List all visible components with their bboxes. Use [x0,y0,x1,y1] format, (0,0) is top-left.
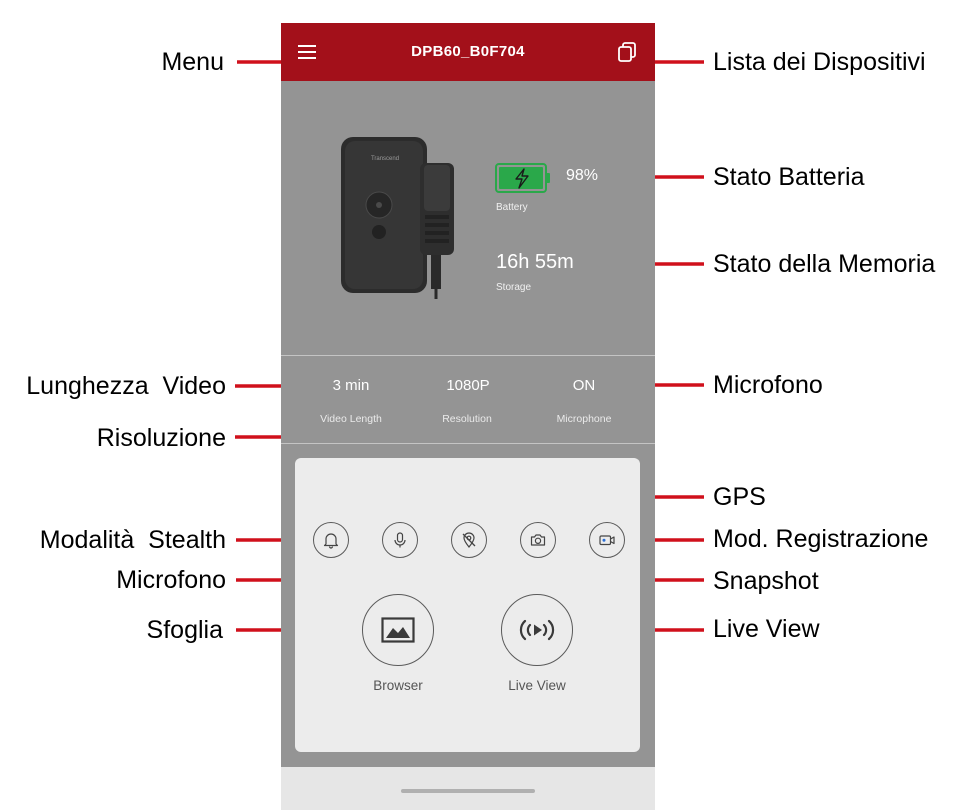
device-list-button[interactable] [615,40,639,64]
video-length-label: Video Length [320,413,382,425]
menu-icon [298,45,316,47]
browser-label: Browser [373,678,423,693]
divider [281,355,655,356]
camera-brand-logo: Transcend [371,156,399,162]
callout-resolution: Risoluzione [96,424,226,452]
control-panel: Browser Live View [295,458,640,752]
callout-live-view: Live View [713,615,820,643]
callout-device-list: Lista dei Dispositivi [713,48,926,76]
callout-video-length: Lunghezza Video [26,372,226,400]
callout-gps: GPS [713,483,766,511]
microphone-value: ON [572,377,596,394]
bell-icon [323,533,339,549]
microphone-label: Microphone [556,413,612,425]
gps-button[interactable] [451,522,487,558]
callout-snapshot: Snapshot [713,567,819,595]
callout-microphone-button: Microfono [116,566,226,594]
stealth-mode-button[interactable] [313,522,349,558]
callout-stealth-mode: Modalità Stealth [39,526,226,554]
menu-icon-bar [298,57,316,59]
menu-icon-bar [298,51,316,53]
callout-menu: Menu [161,48,224,76]
live-stream-icon [519,619,555,641]
resolution-value: 1080P [446,377,490,394]
gps-off-icon [462,532,476,548]
body-camera-image: Transcend [341,137,454,299]
home-indicator[interactable] [401,789,535,793]
battery-label: Battery [496,202,528,213]
microphone-button[interactable] [382,522,418,558]
divider [281,443,655,444]
bottom-bar [281,767,655,810]
video-length-value: 3 min [332,377,370,394]
snapshot-button[interactable] [520,522,556,558]
phone-screen: DPB60_B0F704 Transcend 98% Battery 16h [281,23,655,810]
battery-value: 98% [566,167,599,184]
device-list-icon [618,42,636,62]
video-record-icon [599,535,615,546]
device-title: DPB60_B0F704 [411,43,525,60]
callout-microphone-status: Microfono [713,371,823,399]
camera-icon [530,534,546,546]
live-view-label: Live View [508,678,566,693]
callout-battery-status: Stato Batteria [713,163,865,191]
storage-value: 16h 55m [496,251,574,273]
resolution-label: Resolution [442,413,492,425]
callout-memory-status: Stato della Memoria [713,250,936,278]
callout-browse: Sfoglia [146,616,223,644]
storage-label: Storage [496,282,532,293]
callout-recording-mode: Mod. Registrazione [713,525,929,553]
gallery-icon [381,617,415,643]
menu-button[interactable] [295,42,321,62]
recording-mode-button[interactable] [589,522,625,558]
browser-button[interactable] [362,594,434,666]
live-view-button[interactable] [501,594,573,666]
battery-icon [495,163,550,193]
app-bar: DPB60_B0F704 [281,23,655,81]
microphone-icon [394,532,406,548]
